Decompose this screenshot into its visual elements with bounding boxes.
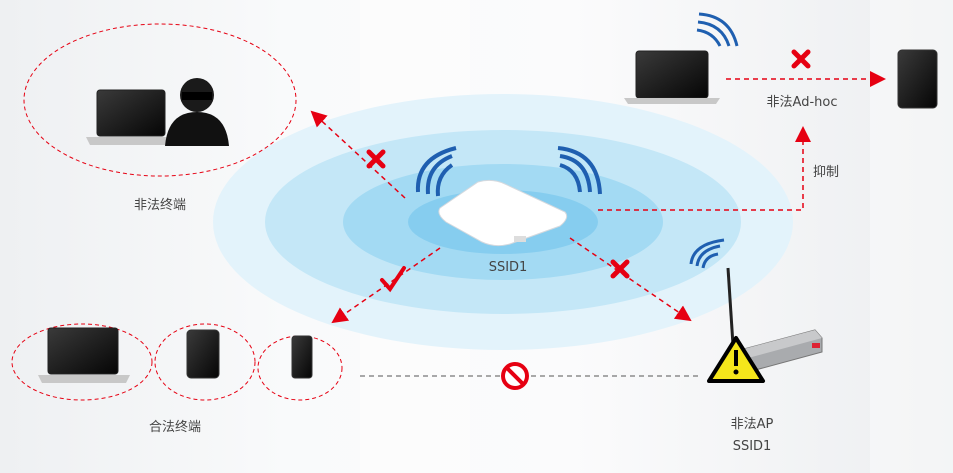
wifi-signal-icon [689,238,725,269]
illegal-adhoc-label: 非法Ad-hoc [766,95,838,110]
legal-terminal-boundary [154,323,256,401]
blocked-x-icon [366,149,386,169]
access-point-device [438,179,568,247]
rogue-ap-device [726,267,823,373]
illegal-terminal-label: 非法终端 [133,198,187,213]
check-icon [380,266,406,293]
rogue-ap-ssid-label: SSID1 [732,439,772,454]
wifi-signal-icon [415,146,602,197]
tablet-icon [897,49,938,109]
tablet-icon [186,329,220,379]
blocked-x-icon [610,259,630,279]
legal-terminal-label: 合法终端 [148,420,202,435]
ssid-label: SSID1 [488,260,528,275]
phone-icon [291,335,313,379]
laptop-icon [86,89,176,145]
illegal-terminal-boundary [23,23,297,177]
suppress-label: 抑制 [812,165,840,180]
rogue-ap-label: 非法AP [730,417,774,432]
legal-terminal-boundary [11,323,153,401]
blocked-rogue-ap-arrow [569,237,692,322]
warning-icon [707,336,765,383]
hacker-icon [165,78,229,146]
blocked-illegal-terminal-arrow [310,110,406,199]
blocked-x-icon [791,49,811,69]
prohibited-icon [501,362,529,390]
wifi-signal-icon [696,12,739,47]
laptop-icon [38,327,130,383]
laptop-icon [624,50,720,104]
legal-terminal-boundary [257,335,343,401]
